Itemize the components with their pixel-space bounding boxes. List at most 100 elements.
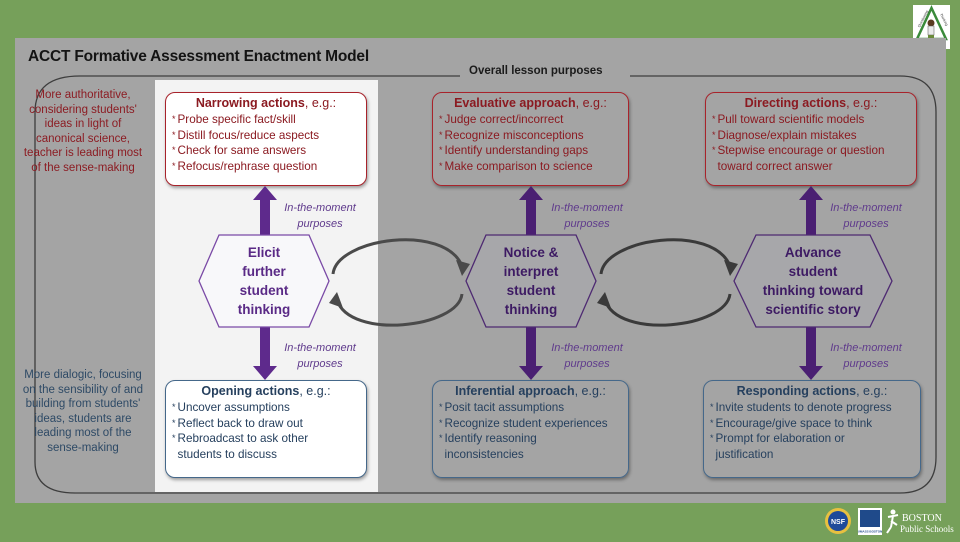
in-the-moment-label: In-the-moment purposes	[816, 340, 916, 372]
advance-hexagon: Advance student thinking toward scientif…	[732, 233, 894, 329]
item-text: inconsistencies	[444, 448, 524, 462]
page-title: ACCT Formative Assessment Enactment Mode…	[28, 48, 369, 65]
hex-line: thinking	[504, 302, 558, 317]
list-item: *Refocus/rephrase question	[172, 160, 318, 174]
nsf-logo: NSF	[825, 508, 851, 534]
list-item: *students to discuss	[172, 447, 360, 463]
responding-actions-box: Responding actions, e.g.: *Invite studen…	[703, 380, 921, 478]
list-item: *Posit tacit assumptions	[439, 400, 565, 414]
moment-line1: In-the-moment	[284, 342, 356, 354]
cycle-arrows-icon	[329, 238, 470, 327]
hex-line: student	[239, 283, 289, 298]
arrow-down-icon	[799, 316, 823, 380]
inferential-approach-box: Inferential approach, e.g.: *Posit tacit…	[432, 380, 629, 478]
directing-actions-box: Directing actions, e.g.: *Pull toward sc…	[705, 92, 917, 186]
item-text: Probe specific fact/skill	[177, 112, 296, 126]
box-suffix: , e.g.:	[846, 96, 878, 110]
evaluative-approach-box: Evaluative approach, e.g.: *Judge correc…	[432, 92, 629, 186]
box-suffix: , e.g.:	[575, 96, 607, 110]
arrow-down-icon	[253, 316, 277, 380]
in-the-moment-label: In-the-moment purposes	[537, 340, 637, 372]
list-item: *Probe specific fact/skill	[172, 112, 296, 126]
box-title: Directing actions	[744, 96, 847, 110]
arrow-up-icon	[799, 186, 823, 250]
box-title: Opening actions	[201, 384, 300, 398]
public-schools-text: Public Schools	[900, 524, 954, 534]
item-text: Rebroadcast to ask other	[177, 432, 309, 446]
hex-line: student	[506, 283, 556, 298]
moment-line1: In-the-moment	[551, 202, 623, 214]
overall-lesson-purposes-label: Overall lesson purposes	[469, 65, 603, 77]
boston-public-schools-logo: BOSTON Public Schools	[886, 509, 954, 534]
dialogic-description: More dialogic, focusing on the sensibili…	[22, 369, 144, 454]
in-the-moment-label: In-the-moment purposes	[270, 200, 370, 232]
list-item: *Rebroadcast to ask other	[172, 432, 309, 446]
list-item: *inconsistencies	[439, 447, 622, 463]
item-text: Diagnose/explain mistakes	[717, 128, 857, 142]
arrow-up-icon	[253, 186, 277, 250]
item-text: Stepwise encourage or question	[717, 144, 885, 158]
hex-line: interpret	[503, 264, 559, 279]
item-text: justification	[715, 448, 774, 462]
in-the-moment-label: In-the-moment purposes	[816, 200, 916, 232]
logo-text-thinking: Thinking	[939, 13, 949, 27]
arrow-down-icon	[519, 316, 543, 380]
moment-line2: purposes	[843, 358, 889, 370]
item-text: Recognize misconceptions	[444, 128, 584, 142]
list-item: *toward correct answer	[712, 159, 910, 175]
nsf-text: NSF	[831, 519, 846, 526]
moment-line1: In-the-moment	[830, 202, 902, 214]
hex-line: student	[788, 264, 838, 279]
in-the-moment-label: In-the-moment purposes	[270, 340, 370, 372]
box-suffix: , e.g.:	[856, 384, 888, 398]
list-item: *Invite students to denote progress	[710, 400, 892, 414]
item-text: Invite students to denote progress	[715, 400, 892, 414]
item-text: Pull toward scientific models	[717, 112, 865, 126]
list-item: *justification	[710, 447, 914, 463]
list-item: *Reflect back to draw out	[172, 416, 303, 430]
item-text: Posit tacit assumptions	[444, 400, 565, 414]
list-item: *Identify reasoning	[439, 432, 537, 446]
umass-boston-logo: UMASS BOSTON	[858, 508, 882, 535]
item-text: students to discuss	[177, 448, 277, 462]
list-item: *Encourage/give space to think	[710, 416, 873, 430]
hex-line: thinking	[237, 302, 291, 317]
item-text: Distill focus/reduce aspects	[177, 128, 320, 142]
list-item: *Pull toward scientific models	[712, 112, 865, 126]
moment-line1: In-the-moment	[284, 202, 356, 214]
elicit-hexagon: Elicit further student thinking	[197, 233, 331, 329]
model-panel: ACCT Formative Assessment Enactment Mode…	[15, 38, 946, 503]
moment-line1: In-the-moment	[830, 342, 902, 354]
moment-line2: purposes	[297, 358, 343, 370]
item-text: Identify reasoning	[444, 432, 537, 446]
item-text: Refocus/rephrase question	[177, 160, 318, 174]
item-text: Reflect back to draw out	[177, 416, 303, 430]
list-item: *Uncover assumptions	[172, 400, 290, 414]
hex-line: Notice &	[503, 245, 559, 260]
item-text: Make comparison to science	[444, 160, 593, 174]
notice-interpret-hexagon: Notice & interpret student thinking	[464, 233, 598, 329]
hex-line: Advance	[784, 245, 842, 260]
box-title: Responding actions	[736, 384, 857, 398]
list-item: *Diagnose/explain mistakes	[712, 128, 857, 142]
item-text: Check for same answers	[177, 144, 307, 158]
moment-line2: purposes	[564, 218, 610, 230]
opening-actions-box: Opening actions, e.g.: *Uncover assumpti…	[165, 380, 367, 478]
list-item: *Distill focus/reduce aspects	[172, 128, 320, 142]
item-text: Recognize student experiences	[444, 416, 608, 430]
box-suffix: , e.g.:	[304, 96, 337, 110]
list-item: *Identify understanding gaps	[439, 144, 589, 158]
umass-text: UMASS BOSTON	[858, 530, 882, 534]
item-text: Identify understanding gaps	[444, 144, 589, 158]
list-item: *Recognize student experiences	[439, 416, 608, 430]
narrowing-actions-box: Narrowing actions, e.g.: *Probe specific…	[165, 92, 367, 186]
list-item: *Make comparison to science	[439, 160, 593, 174]
list-item: *Stepwise encourage or question	[712, 144, 885, 158]
hex-line: thinking toward	[762, 283, 864, 298]
item-text: Prompt for elaboration or	[715, 432, 845, 446]
moment-line2: purposes	[564, 358, 610, 370]
list-item: *Judge correct/incorrect	[439, 112, 564, 126]
list-item: *Recognize misconceptions	[439, 128, 584, 142]
moment-line2: purposes	[297, 218, 343, 230]
hex-line: scientific story	[765, 302, 861, 317]
